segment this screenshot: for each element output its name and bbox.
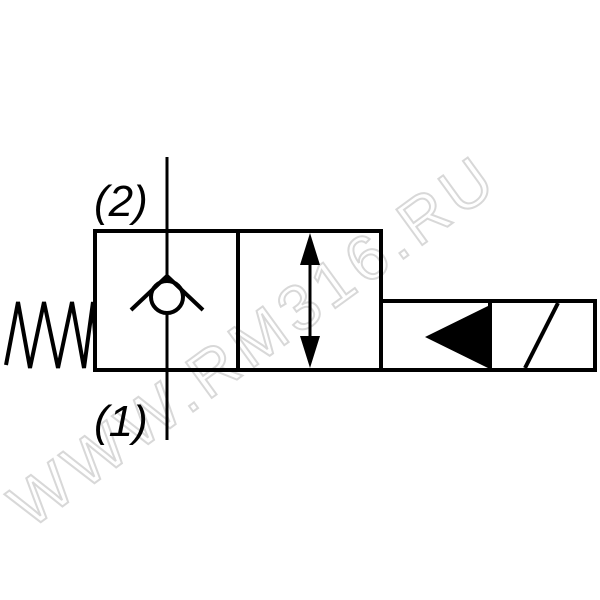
solenoid-slash [523, 302, 560, 369]
flow-arrow-down-icon [300, 336, 320, 368]
flow-arrow-up-icon [300, 233, 320, 265]
spring-icon [4, 301, 97, 369]
port-label-2: (2) [94, 177, 148, 226]
solenoid-triangle-icon [425, 305, 490, 369]
port-label-1: (1) [94, 397, 148, 446]
check-seat-icon [129, 273, 205, 312]
check-ball-icon [149, 279, 185, 315]
